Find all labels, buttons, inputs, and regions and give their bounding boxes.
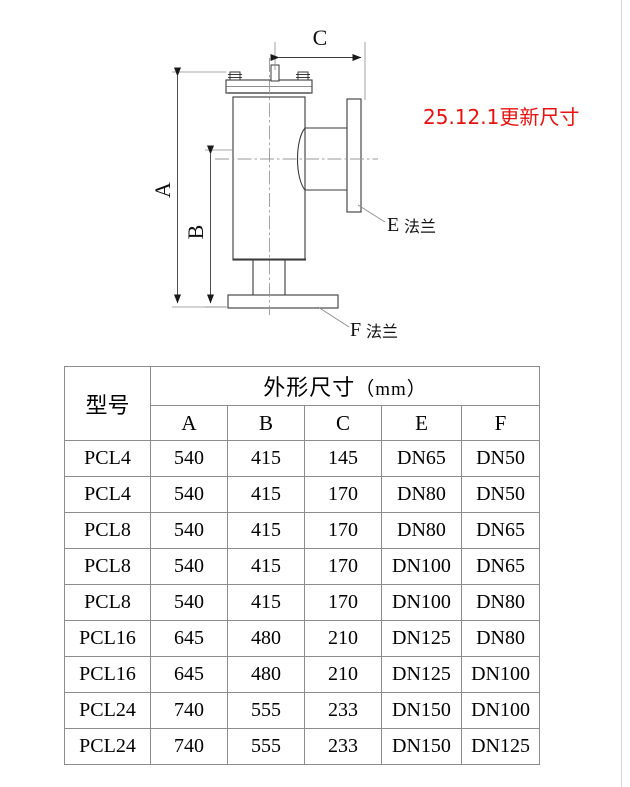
header-col-b: B [227,405,305,441]
cell-e: DN125 [381,656,462,693]
cell-b: 480 [227,656,305,693]
e-flange-callout-letter: E [387,214,399,236]
dimension-a [172,67,226,308]
cell-model: PCL24 [64,692,151,729]
f-flange-plate [227,294,339,309]
cell-c: 210 [304,656,382,693]
cell-f: DN100 [460,656,541,693]
specification-table: 型号 外形尺寸（mm） A B C E F PCL4 540 415 145 D… [64,366,541,765]
outlet-nozzle [297,127,347,191]
cell-model: PCL16 [64,620,151,657]
cell-e: DN100 [381,584,462,621]
cell-b: 415 [227,584,305,621]
specification-table-container: 型号 外形尺寸（mm） A B C E F PCL4 540 415 145 D… [64,366,541,765]
cell-c: 170 [304,548,382,585]
cell-e: DN150 [381,728,462,765]
header-model: 型号 [64,366,151,441]
table-row: PCL4 540 415 170 DN80 DN50 [64,476,541,513]
table-row: PCL24 740 555 233 DN150 DN125 [64,728,541,765]
table-header-row-2: A B C E F [65,405,541,441]
callout-leaders [317,204,386,328]
centerlines [215,58,378,315]
dimension-label-b: B [183,225,208,240]
cell-c: 210 [304,620,382,657]
table-row: PCL24 740 555 233 DN150 DN100 [64,692,541,729]
page-edge-rule [621,0,622,787]
valve-body-outline [232,96,306,261]
cell-b: 415 [227,512,305,549]
table-row: PCL16 645 480 210 DN125 DN100 [64,656,541,693]
cell-f: DN80 [460,584,541,621]
cell-a: 740 [150,692,228,729]
cell-b: 415 [227,548,305,585]
top-flange [225,79,313,94]
cell-c: 170 [304,476,382,513]
cell-f: DN65 [460,512,541,549]
cell-model: PCL4 [64,440,151,477]
cell-model: PCL8 [64,584,151,621]
header-outline-dimensions-main: 外形尺寸 [263,376,356,401]
header-col-e: E [381,405,462,441]
cell-f: DN100 [460,692,541,729]
e-flange-plate [346,98,362,213]
cell-f: DN80 [460,620,541,657]
cell-model: PCL4 [64,476,151,513]
header-outline-dimensions: 外形尺寸（mm） [149,366,541,406]
cell-a: 540 [150,548,228,585]
top-flange-bolts [228,71,310,81]
cell-a: 740 [150,728,228,765]
cell-a: 540 [150,440,228,477]
cell-a: 645 [150,656,228,693]
cell-a: 540 [150,584,228,621]
cell-e: DN150 [381,692,462,729]
cell-model: PCL8 [64,548,151,585]
cell-model: PCL24 [64,728,151,765]
cell-f: DN125 [460,728,541,765]
cell-e: DN80 [381,512,462,549]
cell-b: 415 [227,476,305,513]
cell-model: PCL16 [64,656,151,693]
dimension-label-c: C [313,25,328,50]
header-col-a: A [150,405,228,441]
f-flange-callout-text: 法兰 [366,322,398,341]
cell-b: 555 [227,728,305,765]
table-row: PCL4 540 415 145 DN65 DN50 [64,440,541,477]
table-row: PCL8 540 415 170 DN100 DN65 [64,548,541,585]
table-row: PCL16 645 480 210 DN125 DN80 [64,620,541,657]
dimension-c [270,42,366,100]
cell-c: 233 [304,728,382,765]
cell-b: 555 [227,692,305,729]
cell-a: 540 [150,512,228,549]
cell-b: 480 [227,620,305,657]
header-col-c: C [304,405,382,441]
dimension-b [205,145,233,308]
table-row: PCL8 540 415 170 DN80 DN65 [64,512,541,549]
header-outline-dimensions-unit: （mm） [355,379,427,400]
cell-f: DN50 [460,476,541,513]
cell-e: DN80 [381,476,462,513]
table-row: PCL8 540 415 170 DN100 DN80 [64,584,541,621]
cell-c: 233 [304,692,382,729]
cell-e: DN100 [381,548,462,585]
cell-f: DN50 [460,440,541,477]
cell-c: 145 [304,440,382,477]
dimension-label-a: A [150,182,175,198]
header-col-f: F [460,405,541,441]
cell-e: DN65 [381,440,462,477]
cell-e: DN125 [381,620,462,657]
e-flange-callout-text: 法兰 [404,217,436,236]
technical-drawing: A B C E 法兰 F 法兰 [0,0,630,355]
revision-note: 25.12.1更新尺寸 [423,105,580,129]
down-pipe [252,260,286,300]
cell-a: 645 [150,620,228,657]
table-header-row-1: 型号 外形尺寸（mm） [64,366,541,441]
cell-model: PCL8 [64,512,151,549]
f-flange-callout-letter: F [350,319,361,341]
cell-f: DN65 [460,548,541,585]
cell-a: 540 [150,476,228,513]
cell-b: 415 [227,440,305,477]
cell-c: 170 [304,584,382,621]
cell-c: 170 [304,512,382,549]
